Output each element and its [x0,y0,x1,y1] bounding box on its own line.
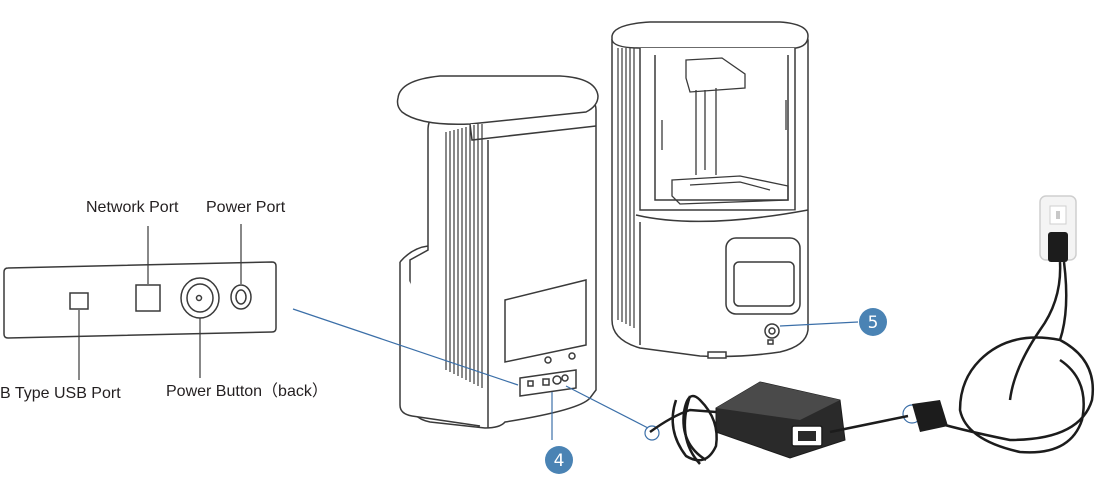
printer-build-mechanism [661,57,789,205]
dc-cable [649,394,718,465]
label-pointers [78,224,242,380]
power-adapter [715,381,846,459]
wall-outlet [1039,195,1077,262]
port-panel [3,261,277,339]
callout-badge-4: 4 [545,446,573,474]
callout-number-5: 5 [868,313,879,333]
usb-port-label: B Type USB Port [0,385,121,402]
printer-rear-vents [445,124,483,388]
power-port-shape [230,284,252,310]
ac-plug [912,400,948,432]
usb-port-shape [69,292,89,310]
power-port-label: Power Port [206,199,286,216]
network-port-shape [135,284,161,312]
printer-front-vents [617,48,635,328]
printer-front-view [611,21,809,359]
printer-rear-view [396,75,599,429]
callout-number-4: 4 [554,451,565,471]
leader-lines [292,308,922,441]
power-button-label: Power Button（back） [166,383,328,400]
callout-badge-5: 5 [859,308,887,336]
network-port-label: Network Port [86,199,179,216]
ac-cable [829,261,1095,454]
